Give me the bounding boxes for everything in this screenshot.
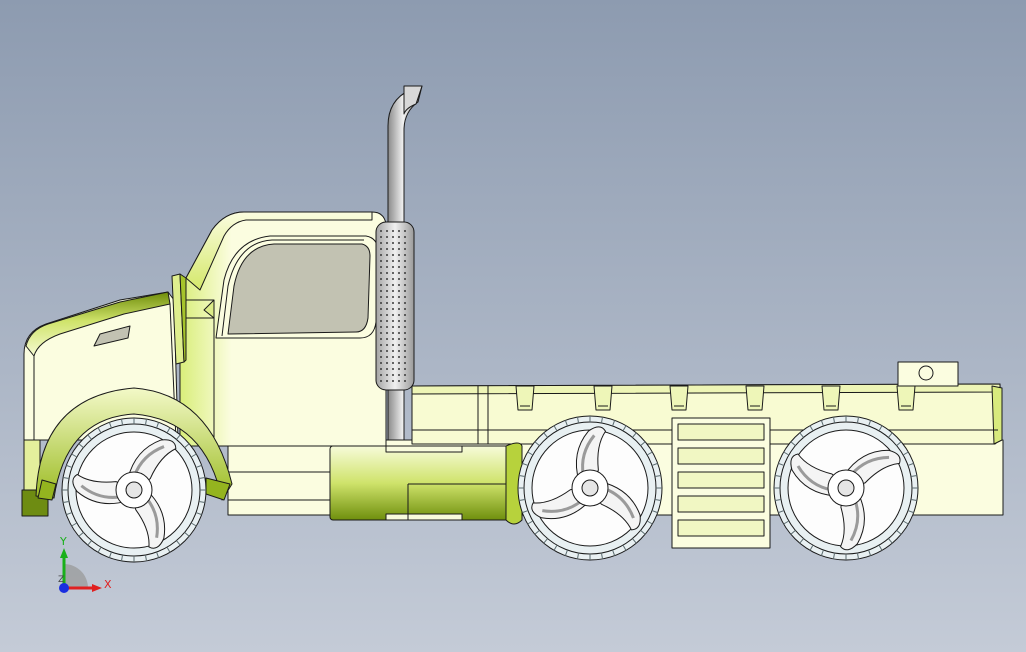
rear-wheel[interactable] (761, 408, 919, 563)
cab-window[interactable] (215, 235, 379, 339)
tire-tread (518, 416, 662, 560)
orientation-triad: Y X Z (58, 535, 112, 593)
truck-model[interactable] (21, 85, 1004, 564)
triad-y-arrowhead (60, 548, 68, 558)
fifth-wheel-bracket[interactable] (897, 361, 959, 387)
front-wheel[interactable] (60, 417, 207, 563)
middle-rear-wheel[interactable] (510, 415, 663, 564)
triad-x-arrowhead (92, 584, 102, 592)
deck-cleats (515, 385, 916, 411)
tire-tread (62, 418, 206, 562)
triad-z-arc (64, 564, 88, 588)
tire-tread (774, 416, 918, 560)
hub-cap (125, 481, 143, 499)
hub-cap (581, 479, 599, 497)
triad-origin (59, 583, 69, 593)
hub-cap (837, 479, 855, 497)
side-mirror[interactable] (171, 273, 187, 365)
triad-x-label: X (104, 578, 112, 591)
triad-z-label: Z (58, 575, 64, 585)
front-fender[interactable] (35, 387, 233, 501)
fuel-tank[interactable] (329, 442, 523, 525)
step-ladder[interactable] (671, 417, 771, 549)
triad-y-label: Y (59, 535, 67, 548)
exhaust-muffler[interactable] (375, 221, 415, 391)
